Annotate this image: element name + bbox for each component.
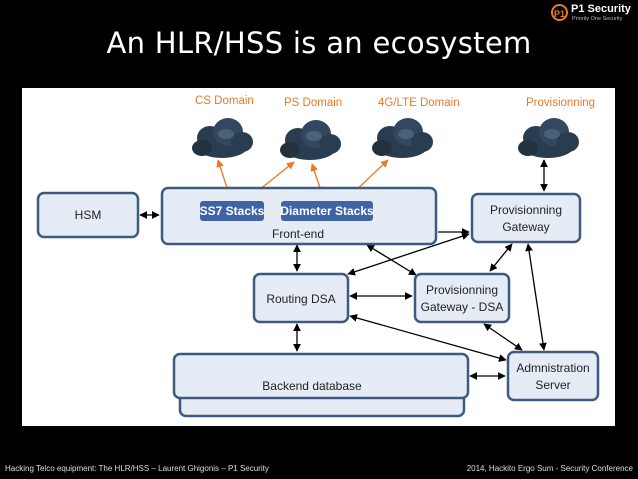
diagram-panel: CS Domain PS Domain 4G/LTE Domain Provis… [22, 88, 615, 426]
diameter-stacks-box [281, 201, 373, 221]
administration-server-label-2: Server [535, 378, 570, 392]
provisioning-gateway-label-1: Provisionning [490, 203, 562, 217]
provisioning-gateway-dsa-box [413, 272, 511, 324]
backend-database-box [172, 352, 470, 400]
diameter-stacks-label: Diameter Stacks [280, 204, 374, 218]
domain-label-ps: PS Domain [284, 97, 342, 109]
arrow-provdsa-admin [483, 323, 523, 351]
provisioning-gateway-label-2: Gateway [502, 220, 549, 234]
architecture-diagram: CS Domain PS Domain 4G/LTE Domain Provis… [36, 95, 600, 418]
arrow-provgw-provdsa [489, 243, 513, 272]
arrow-routing-provgw [347, 232, 470, 276]
routing-dsa-box [252, 272, 350, 324]
cs-domain-cloud-icon [192, 118, 253, 158]
administration-server-box [506, 350, 600, 402]
p1-logo-icon: P1 [551, 4, 568, 21]
hsm-box [36, 191, 140, 239]
routing-dsa-label: Routing DSA [266, 292, 335, 306]
brand-tagline: Priority One Security [572, 16, 623, 22]
brand-name: P1 Security [571, 3, 631, 15]
provisioning-gateway-dsa-label-1: Provisionning [426, 283, 498, 297]
ss7-stacks-label: SS7 Stacks [200, 204, 265, 218]
brand-logo: P1 P1 Security Priority One Security [551, 3, 635, 22]
provisioning-gateway-box [470, 192, 582, 244]
frontend-label: Front-end [272, 227, 324, 241]
arrow-provgw-admin [525, 243, 547, 351]
provisioning-cloud-icon [518, 118, 579, 158]
arrow-routing-admin [349, 314, 507, 362]
lte-domain-cloud-icon [372, 118, 433, 158]
slide-title: An HLR/HSS is an ecosystem [106, 26, 532, 60]
footer-right: 2014, Hackito Ergo Sum - Security Confer… [466, 464, 633, 473]
administration-server-label-1: Admnistration [516, 361, 589, 375]
footer-left: Hacking Telco equipment: The HLR/HSS – L… [5, 464, 269, 473]
backend-database-label: Backend database [262, 379, 362, 393]
ps-domain-cloud-icon [280, 120, 341, 160]
domain-label-cs: CS Domain [195, 95, 254, 107]
hsm-label: HSM [75, 208, 102, 222]
domain-label-lte: 4G/LTE Domain [378, 97, 460, 109]
domain-label-provisioning: Provisionning [526, 97, 595, 109]
ss7-stacks-box [200, 201, 264, 221]
provisioning-gateway-dsa-label-2: Gateway - DSA [421, 300, 504, 314]
